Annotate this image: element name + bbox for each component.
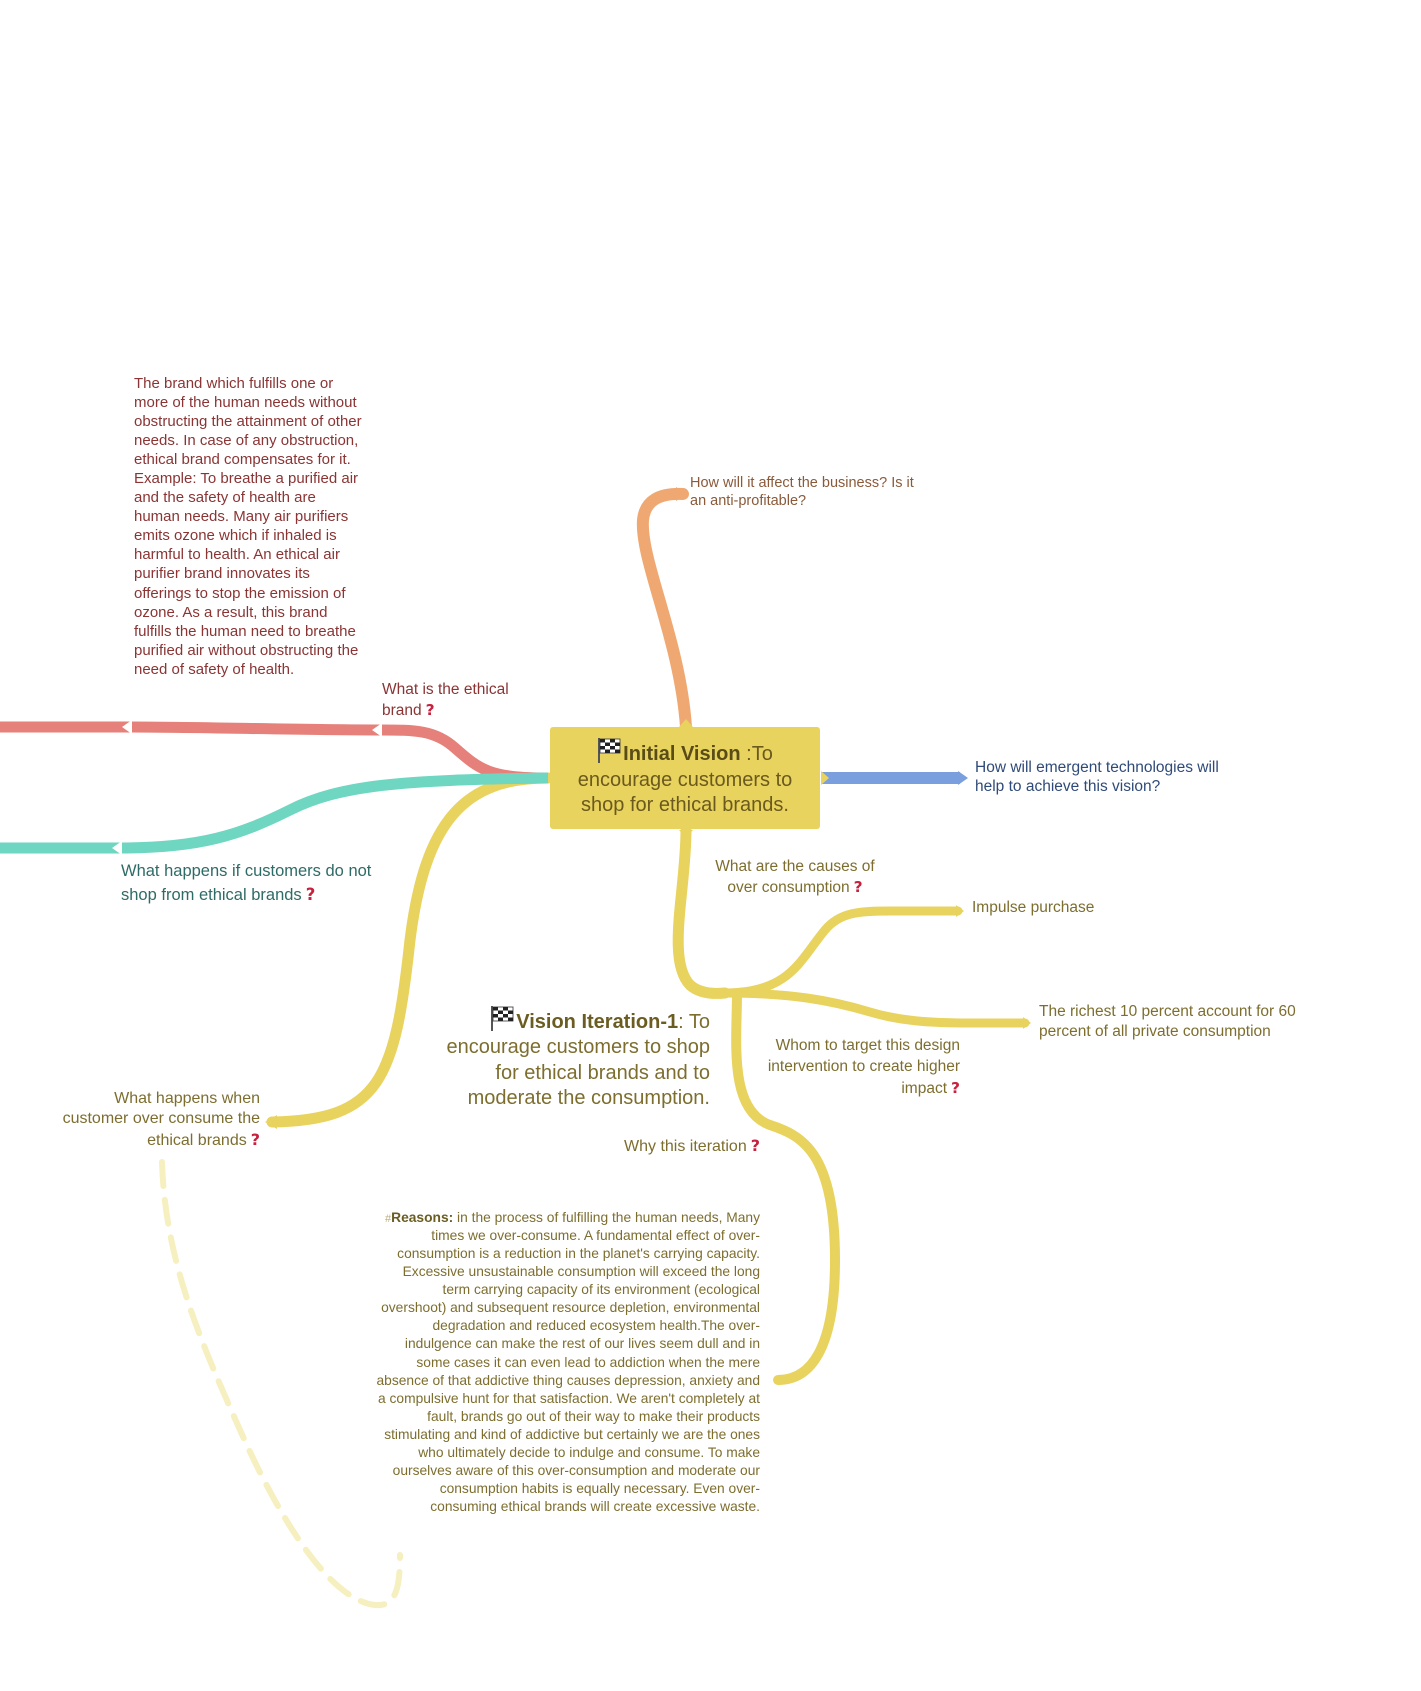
branch-causes bbox=[672, 824, 731, 999]
topic-impulse-label: Impulse purchase bbox=[972, 899, 1095, 916]
topic-richest[interactable]: The richest 10 percent account for 60 pe… bbox=[1039, 1002, 1339, 1042]
branch-business-tip bbox=[676, 487, 686, 501]
question-mark-icon: ? bbox=[425, 701, 435, 720]
root-anchor-top bbox=[679, 719, 693, 727]
root-title: Initial Vision bbox=[623, 743, 741, 766]
branch-richest-tip bbox=[1023, 1017, 1031, 1029]
topic-ethical-definition-label: The brand which fulfills one or more of … bbox=[134, 375, 362, 678]
branch-ethical-tip-2 bbox=[122, 720, 132, 734]
question-mark-icon: ? bbox=[951, 1078, 960, 1097]
checkered-flag-icon bbox=[490, 1005, 514, 1031]
topic-causes[interactable]: What are the causes of over consumption? bbox=[705, 856, 885, 899]
branch-impulse bbox=[720, 906, 963, 998]
question-mark-icon: ? bbox=[305, 885, 316, 905]
branch-overconsume-tip bbox=[265, 1115, 277, 1129]
branch-not-shop-tip bbox=[112, 841, 122, 855]
topic-ethical-definition[interactable]: The brand which fulfills one or more of … bbox=[134, 374, 364, 679]
topic-business-label: How will it affect the business? Is it a… bbox=[690, 475, 914, 510]
topic-richest-label: The richest 10 percent account for 60 pe… bbox=[1039, 1003, 1296, 1040]
topic-not-shop-label: What happens if customers do not shop fr… bbox=[121, 862, 372, 905]
branch-business bbox=[636, 487, 692, 733]
topic-not-shop[interactable]: What happens if customers do not shop fr… bbox=[121, 860, 401, 908]
topic-ethical-label: What is the ethical brand bbox=[382, 681, 509, 720]
question-mark-icon: ? bbox=[250, 1129, 260, 1149]
topic-ethical[interactable]: What is the ethical brand? bbox=[382, 679, 542, 722]
branch-impulse-tip bbox=[956, 905, 964, 917]
iteration-title: Vision Iteration-1 bbox=[516, 1011, 679, 1033]
topic-target[interactable]: Whom to target this design intervention … bbox=[760, 1035, 960, 1099]
branch-technologies-tip bbox=[958, 771, 968, 785]
question-mark-icon: ? bbox=[750, 1136, 760, 1155]
topic-why[interactable]: Why this iteration? bbox=[560, 1136, 760, 1157]
checkered-flag-icon bbox=[597, 737, 621, 764]
topic-reasons[interactable]: #Reasons: in the process of fulfilling t… bbox=[375, 1209, 761, 1516]
reasons-title: Reasons: bbox=[391, 1210, 454, 1225]
topic-technologies-label: How will emergent technologies will help… bbox=[975, 759, 1219, 796]
root-anchor-bottom bbox=[679, 830, 693, 838]
branch-ethical bbox=[0, 721, 549, 784]
question-mark-icon: ? bbox=[853, 878, 863, 897]
topic-causes-label: What are the causes of over consumption bbox=[715, 858, 875, 897]
topic-overconsume[interactable]: What happens when customer over consume … bbox=[60, 1089, 260, 1151]
iteration-text: : To encourage customers to shop for eth… bbox=[446, 1011, 711, 1110]
branch-target bbox=[731, 988, 841, 1385]
topic-business[interactable]: How will it affect the business? Is it a… bbox=[690, 474, 920, 511]
topic-why-label: Why this iteration bbox=[624, 1138, 747, 1155]
root-topic[interactable]: Initial Vision :To encourage customers t… bbox=[550, 727, 820, 829]
branch-not-shop bbox=[0, 772, 549, 854]
root-text: :To encourage customers to shop for ethi… bbox=[577, 743, 793, 817]
root-anchor-right bbox=[821, 771, 829, 785]
topic-target-label: Whom to target this design intervention … bbox=[767, 1037, 960, 1097]
branch-overconsume bbox=[266, 772, 554, 1128]
reasons-text: in the process of fulfilling the human n… bbox=[376, 1210, 761, 1514]
branch-richest bbox=[720, 988, 1030, 1028]
topic-technologies[interactable]: How will emergent technologies will help… bbox=[975, 758, 1235, 797]
topic-iteration[interactable]: Vision Iteration-1: To encourage custome… bbox=[430, 1005, 710, 1112]
branch-ethical-tip-1 bbox=[372, 723, 382, 737]
topic-impulse[interactable]: Impulse purchase bbox=[972, 898, 1152, 918]
topic-overconsume-label: What happens when customer over consume … bbox=[62, 1090, 260, 1149]
dashed-relationship bbox=[159, 1159, 403, 1609]
hash-icon: # bbox=[384, 1213, 392, 1225]
